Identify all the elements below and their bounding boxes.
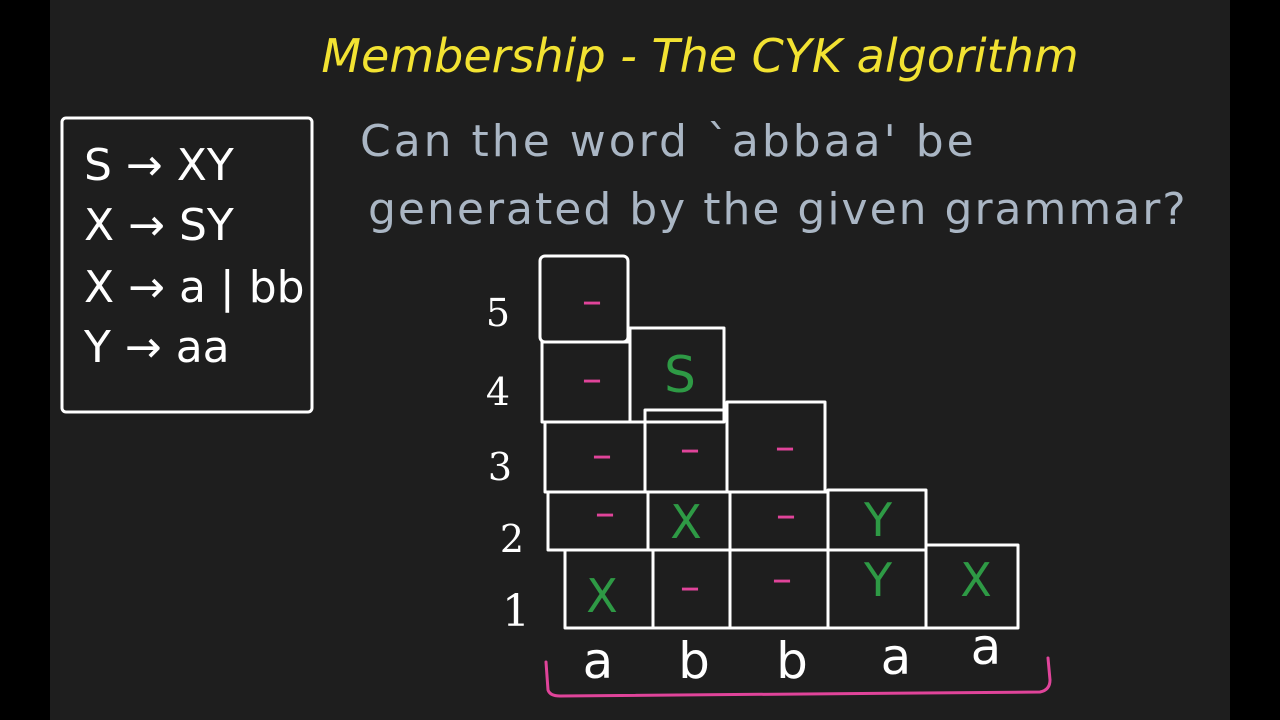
cell-value: – <box>775 424 795 470</box>
row-number: 2 <box>500 517 524 561</box>
cell-contents: – – S – – – – X – Y X – – Y X <box>582 278 992 623</box>
word-bracket <box>544 656 1052 698</box>
grammar-rule: X → SY <box>84 200 234 251</box>
grammar-rule: S → XY <box>84 140 234 191</box>
cell-value: – <box>680 564 700 610</box>
cell-value: – <box>772 556 792 602</box>
cell-value: – <box>592 432 612 478</box>
cell-value: – <box>776 492 796 538</box>
cell-value: Y <box>863 493 893 547</box>
cell-value: – <box>680 426 700 472</box>
cyk-table <box>538 254 1020 630</box>
row-number: 1 <box>502 586 530 637</box>
word-letter: a <box>971 618 1002 676</box>
question-line-1: Can the word `abbaa' be <box>360 116 977 167</box>
cell-value: – <box>595 490 615 536</box>
word-letter: b <box>776 632 808 690</box>
cell-value: – <box>582 278 602 324</box>
grammar-box <box>60 116 314 414</box>
cell-value: S <box>664 346 696 404</box>
page-title: Membership - The CYK algorithm <box>321 29 1078 83</box>
row-number: 3 <box>488 445 512 489</box>
cell-value: – <box>582 356 602 402</box>
whiteboard <box>50 0 1230 720</box>
word-letter: a <box>881 628 912 686</box>
row-number: 4 <box>486 370 510 414</box>
grammar-rule: X → a | bb <box>84 262 305 313</box>
row-number: 5 <box>486 291 510 335</box>
word-letter: a <box>583 632 614 690</box>
grammar-rule: Y → aa <box>83 322 230 373</box>
question-line-2: generated by the given grammar? <box>368 184 1188 235</box>
cell-value: Y <box>863 553 893 607</box>
cell-value: X <box>586 569 618 623</box>
input-word: a b b a a <box>583 618 1002 690</box>
cell-value: X <box>960 553 992 607</box>
word-letter: b <box>678 632 710 690</box>
cell-value: X <box>670 495 702 549</box>
